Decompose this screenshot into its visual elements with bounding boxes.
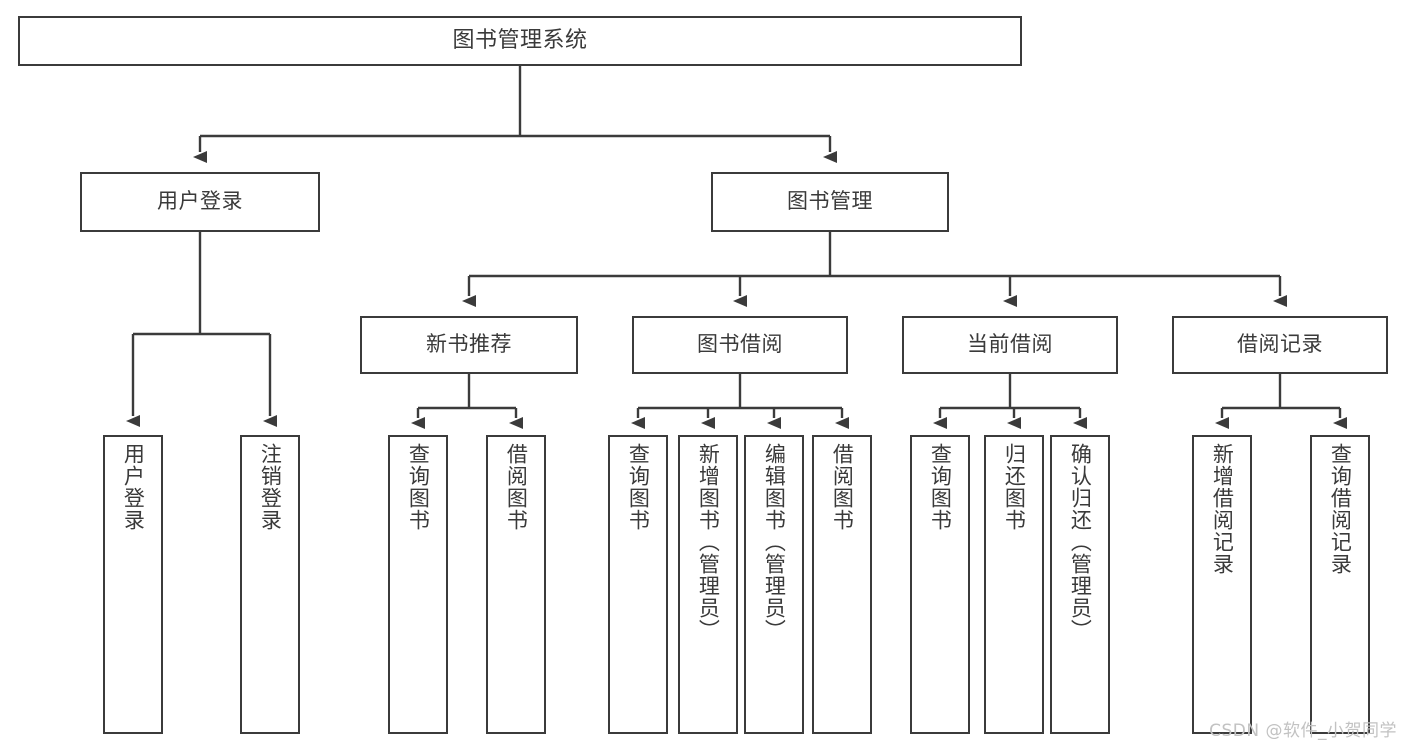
node-leaf-edit-book-label: 编辑图书（管理员） [762, 443, 787, 641]
node-root[interactable]: 图书管理系统 [18, 16, 1022, 66]
node-user-login-label: 用户登录 [157, 189, 243, 214]
node-leaf-confirm-return-label: 确认归还（管理员） [1068, 443, 1093, 641]
node-leaf-add-book-label: 新增图书（管理员） [696, 443, 721, 641]
node-new-book-rec-label: 新书推荐 [426, 332, 512, 357]
node-leaf-edit-book[interactable]: 编辑图书（管理员） [744, 435, 804, 734]
node-leaf-borrow-book-1-label: 借阅图书 [504, 443, 529, 531]
node-leaf-borrow-book-1[interactable]: 借阅图书 [486, 435, 546, 734]
node-leaf-query-book-3-label: 查询图书 [928, 443, 953, 531]
node-leaf-borrow-book-2[interactable]: 借阅图书 [812, 435, 872, 734]
node-leaf-query-book-1-label: 查询图书 [406, 443, 431, 531]
node-current-borrow[interactable]: 当前借阅 [902, 316, 1118, 374]
node-book-borrow[interactable]: 图书借阅 [632, 316, 848, 374]
node-leaf-query-book-1[interactable]: 查询图书 [388, 435, 448, 734]
node-leaf-return-book-label: 归还图书 [1002, 443, 1027, 531]
node-leaf-logout[interactable]: 注销登录 [240, 435, 300, 734]
node-root-label: 图书管理系统 [452, 27, 588, 53]
node-leaf-query-record[interactable]: 查询借阅记录 [1310, 435, 1370, 734]
watermark: CSDN @软件_小贺同学 [1209, 721, 1397, 741]
node-borrow-record[interactable]: 借阅记录 [1172, 316, 1388, 374]
node-leaf-query-book-2-label: 查询图书 [626, 443, 651, 531]
node-book-manage-label: 图书管理 [787, 189, 873, 214]
node-leaf-query-book-3[interactable]: 查询图书 [910, 435, 970, 734]
node-leaf-query-record-label: 查询借阅记录 [1328, 443, 1353, 575]
node-book-borrow-label: 图书借阅 [697, 332, 783, 357]
node-leaf-add-book[interactable]: 新增图书（管理员） [678, 435, 738, 734]
node-leaf-query-book-2[interactable]: 查询图书 [608, 435, 668, 734]
node-leaf-borrow-book-2-label: 借阅图书 [830, 443, 855, 531]
node-new-book-rec[interactable]: 新书推荐 [360, 316, 578, 374]
node-leaf-add-record[interactable]: 新增借阅记录 [1192, 435, 1252, 734]
node-leaf-confirm-return[interactable]: 确认归还（管理员） [1050, 435, 1110, 734]
node-leaf-add-record-label: 新增借阅记录 [1210, 443, 1235, 575]
node-book-manage[interactable]: 图书管理 [711, 172, 949, 232]
node-leaf-user-login-label: 用户登录 [121, 443, 146, 531]
node-leaf-return-book[interactable]: 归还图书 [984, 435, 1044, 734]
node-current-borrow-label: 当前借阅 [967, 332, 1053, 357]
node-borrow-record-label: 借阅记录 [1237, 332, 1323, 357]
node-leaf-logout-label: 注销登录 [258, 443, 283, 531]
node-leaf-user-login[interactable]: 用户登录 [103, 435, 163, 734]
node-user-login[interactable]: 用户登录 [80, 172, 320, 232]
